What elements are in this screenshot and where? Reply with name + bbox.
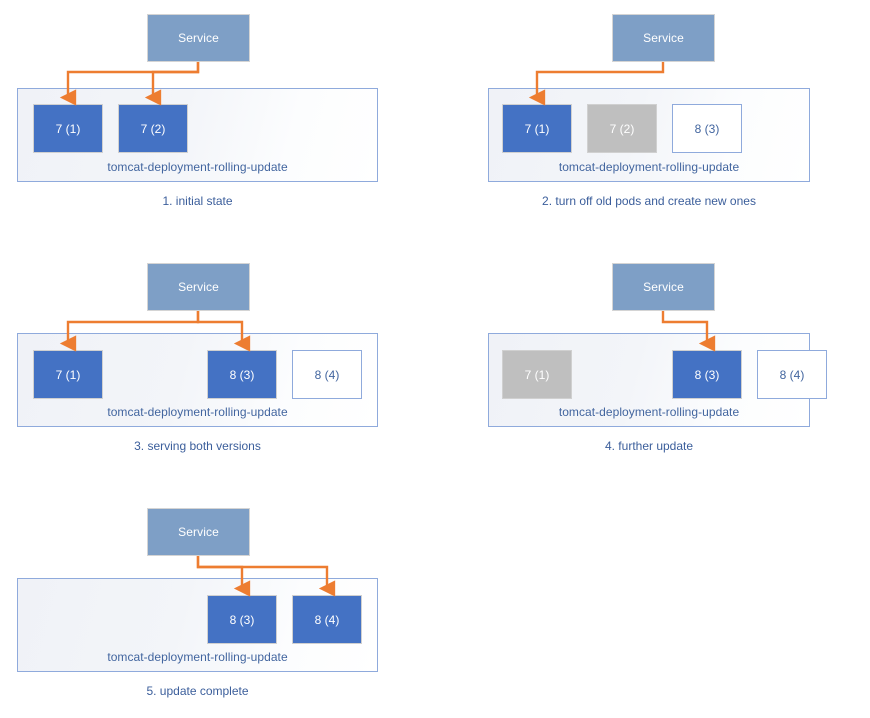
pod-box[interactable]: 8 (3): [672, 350, 742, 399]
pod-label: 8 (3): [694, 367, 720, 382]
step-caption: 4. further update: [604, 439, 694, 453]
pod-box[interactable]: 8 (4): [292, 595, 362, 644]
pod-box[interactable]: 7 (2): [118, 104, 188, 153]
pod-box[interactable]: 7 (1): [33, 350, 103, 399]
service-node-4[interactable]: Service: [612, 263, 715, 311]
deployment-name-label: tomcat-deployment-rolling-update: [107, 405, 288, 419]
pod-box[interactable]: 7 (1): [502, 350, 572, 399]
pod-label: 8 (4): [314, 612, 340, 627]
pod-box[interactable]: 8 (3): [207, 595, 277, 644]
deployment-name-label: tomcat-deployment-rolling-update: [107, 650, 288, 664]
service-node-2[interactable]: Service: [612, 14, 715, 62]
pod-box[interactable]: 8 (3): [672, 104, 742, 153]
pod-label: 7 (1): [55, 121, 81, 136]
deployment-name-label: tomcat-deployment-rolling-update: [107, 160, 288, 174]
pod-label: 7 (1): [524, 367, 550, 382]
pod-box[interactable]: 8 (4): [292, 350, 362, 399]
service-label: Service: [178, 280, 219, 294]
pod-box[interactable]: 7 (1): [502, 104, 572, 153]
pod-box[interactable]: 8 (3): [207, 350, 277, 399]
pod-label: 7 (1): [524, 121, 550, 136]
service-node-3[interactable]: Service: [147, 263, 250, 311]
step-caption: 1. initial state: [162, 194, 233, 208]
service-label: Service: [178, 31, 219, 45]
pod-label: 7 (1): [55, 367, 81, 382]
step-caption: 5. update complete: [146, 684, 249, 698]
pod-label: 8 (3): [229, 612, 255, 627]
pod-label: 7 (2): [140, 121, 166, 136]
pod-box[interactable]: 7 (2): [587, 104, 657, 153]
pod-label: 8 (3): [694, 121, 720, 136]
service-label: Service: [643, 31, 684, 45]
pod-box[interactable]: 7 (1): [33, 104, 103, 153]
pod-label: 8 (4): [314, 367, 340, 382]
pod-label: 7 (2): [609, 121, 635, 136]
service-label: Service: [643, 280, 684, 294]
pod-box[interactable]: 8 (4): [757, 350, 827, 399]
service-node-1[interactable]: Service: [147, 14, 250, 62]
step-caption: 2. turn off old pods and create new ones: [542, 194, 756, 208]
service-label: Service: [178, 525, 219, 539]
deployment-name-label: tomcat-deployment-rolling-update: [558, 405, 740, 419]
service-node-5[interactable]: Service: [147, 508, 250, 556]
deployment-name-label: tomcat-deployment-rolling-update: [558, 160, 740, 174]
pod-label: 8 (4): [779, 367, 805, 382]
pod-label: 8 (3): [229, 367, 255, 382]
step-caption: 3. serving both versions: [134, 439, 261, 453]
